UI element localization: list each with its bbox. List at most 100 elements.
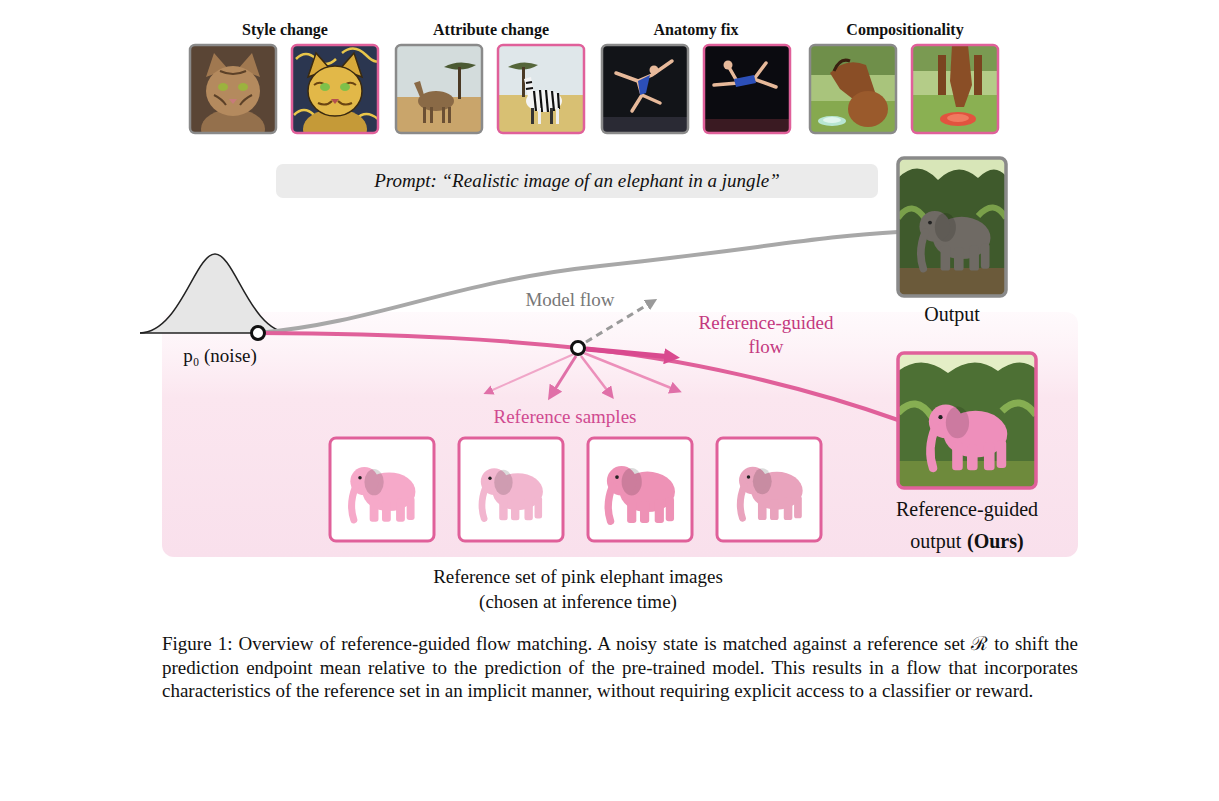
reference-image <box>459 438 563 541</box>
styled-cat <box>292 45 382 149</box>
gymnast-fixed-part-part <box>704 119 790 133</box>
reference-image-part <box>459 438 563 541</box>
reference-image-part <box>350 467 415 522</box>
zebra-photo-part-part <box>522 67 525 97</box>
zebra-photo-part-part <box>498 45 584 133</box>
styled-cat-part-part <box>294 48 378 119</box>
antelope-photo-part-part <box>414 81 424 97</box>
cat-photo <box>190 45 276 149</box>
zebra-photo-part-part <box>556 108 559 124</box>
horse-frisbee-part-part <box>974 55 982 95</box>
cat-photo-part-part <box>229 99 237 104</box>
zebra-photo-part <box>498 45 584 133</box>
reference-image-part <box>459 438 563 541</box>
horse-frisbee-part-part <box>940 112 976 126</box>
guided-output-image-part <box>898 353 1036 488</box>
antelope-photo-part-part <box>430 107 433 123</box>
gymnast-photo-part <box>602 45 688 133</box>
cat-photo-part-part <box>214 71 252 105</box>
output-box: Output <box>868 156 1036 334</box>
antelope-photo-part-part <box>442 107 445 123</box>
horse-photo-part-part <box>818 116 846 126</box>
flow-label: Model flow <box>515 288 625 312</box>
node-text: Prompt: “Realistic image of an elephant … <box>374 170 780 192</box>
node-text: Output <box>924 303 980 325</box>
styled-cat-part-part <box>331 99 339 104</box>
horse-frisbee-part-part <box>950 45 972 107</box>
gymnast-photo-part-part <box>650 66 659 75</box>
reference-image-part <box>481 468 543 520</box>
gymnast-fixed-part-part <box>714 63 776 87</box>
cat-photo-part <box>190 45 276 133</box>
state-point <box>572 342 585 355</box>
gymnast-fixed-part-part <box>734 75 756 87</box>
output-image-part-part <box>898 158 1006 180</box>
gymnast-fixed-part-part <box>724 61 733 70</box>
guided-flow-arrow <box>586 349 672 357</box>
caption-holder: Reference-guided output(Ours) <box>876 493 1058 557</box>
horse-frisbee-part <box>912 45 998 133</box>
noise-gaussian <box>140 254 290 333</box>
flow-label: Reference-guided flow <box>686 311 846 359</box>
horse-photo-part-part <box>848 91 888 127</box>
gymnast-photo-part-part <box>616 61 672 111</box>
guided-output-image-part-part <box>898 353 1036 488</box>
reference-image <box>717 438 821 541</box>
figure-caption: Figure 1: Overview of reference-guided f… <box>162 632 1078 703</box>
horse-photo-part-part <box>834 60 850 71</box>
antelope-photo <box>396 45 482 133</box>
output-image <box>898 158 1006 296</box>
zebra-photo-part-part <box>550 108 553 124</box>
sample-arrow <box>584 353 676 390</box>
gymnast-photo-part-part <box>602 117 688 133</box>
reference-image-part <box>717 438 821 541</box>
antelope-photo-part <box>396 45 482 133</box>
horse-photo-part-part <box>810 45 896 133</box>
reference-image <box>588 438 692 541</box>
prompt-box: Prompt: “Realistic image of an elephant … <box>276 164 878 198</box>
gymnast-fixed <box>704 45 790 133</box>
set-label: Reference set of pink elephant images (c… <box>403 565 753 614</box>
cat-photo-part-part <box>218 83 228 91</box>
reference-image-part <box>607 466 675 523</box>
cat-photo-part-part <box>238 83 248 91</box>
guided-output-image-part-part <box>929 404 1007 470</box>
panel-heading: Anatomy fix <box>596 20 796 40</box>
horse-photo-part <box>810 45 896 133</box>
sample-arrow <box>552 356 576 394</box>
zebra-photo-part-part <box>538 108 541 124</box>
zebra-photo-part <box>498 45 584 133</box>
output-image-part-part <box>898 268 1006 296</box>
horse-frisbee-part-part <box>912 45 998 133</box>
panel-heading: Style change <box>185 20 385 40</box>
gymnast-photo <box>602 45 688 133</box>
antelope-photo-part-part <box>448 107 451 123</box>
styled-cat-part <box>292 45 378 133</box>
styled-cat-part-part <box>340 83 350 91</box>
horse-photo-part-part <box>823 117 841 123</box>
gymnast-fixed-part-part <box>704 45 790 133</box>
guided-output-image-part-part <box>898 353 1036 373</box>
panel-heading: Compositionality <box>805 20 1005 40</box>
styled-cat-part-part <box>314 83 356 105</box>
antelope-photo-part-part <box>396 45 482 133</box>
noise-label: p₀ (noise) <box>158 344 282 368</box>
cat-photo-part <box>190 45 276 133</box>
zebra-photo-part-part <box>531 108 534 124</box>
samples-label: Reference samples <box>455 405 675 429</box>
reference-image-part <box>717 438 821 541</box>
caption-holder: Output <box>872 298 1032 330</box>
output-image-part-part <box>898 158 1006 296</box>
gymnast-fixed-part <box>704 45 790 133</box>
sample-arrow <box>488 354 574 392</box>
gymnast-fixed-part <box>704 45 790 133</box>
gymnast-photo-part-part <box>602 45 688 133</box>
zebra-photo-part-part <box>526 82 559 112</box>
styled-cat-part <box>292 45 378 133</box>
cat-photo-part-part <box>206 66 260 116</box>
styled-cat-part-part <box>320 83 330 91</box>
output-image-part <box>898 158 1006 296</box>
antelope-photo-part <box>396 45 482 133</box>
horse-photo <box>810 45 896 133</box>
